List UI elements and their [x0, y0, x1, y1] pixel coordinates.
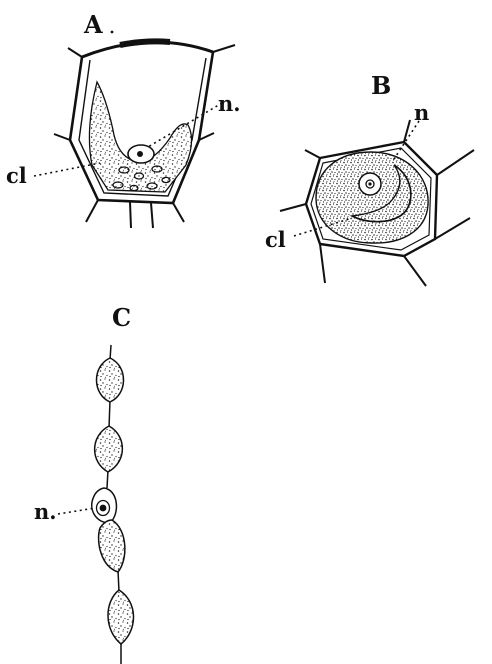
panel-a-nucleus-label: n. — [218, 91, 241, 116]
panel-c-nucleus-leader — [58, 508, 95, 514]
panel-c: C n. — [34, 303, 134, 664]
panel-c-cell-2 — [95, 426, 123, 472]
panel-a: A — [6, 10, 241, 228]
panel-a-letter-period — [111, 31, 114, 34]
panel-c-cells — [92, 358, 134, 644]
panel-a-letter: A — [83, 10, 103, 39]
panel-a-chloroplast-label: cl — [6, 163, 27, 188]
panel-a-nucleus — [128, 145, 154, 163]
panel-b-nucleus — [359, 173, 381, 195]
panel-c-cell-4 — [99, 520, 125, 572]
panel-b-nucleus-label: n — [414, 100, 429, 125]
panel-c-cell-1 — [97, 358, 124, 402]
panel-c-cell-5 — [108, 590, 134, 644]
panel-a-chloroplast — [89, 82, 191, 192]
panel-c-nucleus-label: n. — [34, 499, 57, 524]
panel-a-cell-wall — [54, 41, 235, 228]
panel-b-letter: B — [371, 71, 391, 100]
panel-b-chloroplast-label: cl — [265, 227, 286, 252]
panel-c-letter: C — [112, 303, 131, 332]
panel-c-nucleus — [97, 501, 110, 516]
panel-b: B n cl — [265, 71, 474, 286]
